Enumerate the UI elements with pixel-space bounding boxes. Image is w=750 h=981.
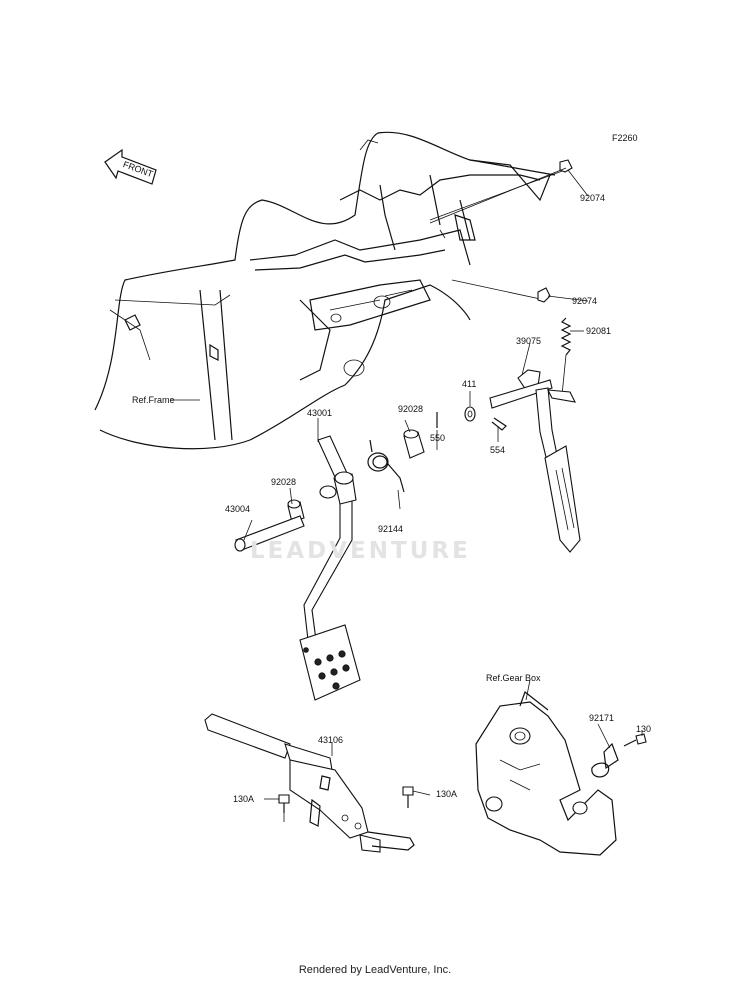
front-arrow-icon: FRONT (104, 148, 157, 185)
collar (319, 485, 337, 499)
bolt-130a-left (278, 794, 290, 822)
bushing-92028-top (403, 429, 425, 459)
label-43004: 43004 (225, 504, 251, 514)
label-43106: 43106 (318, 735, 344, 745)
bolt-130 (623, 733, 647, 747)
parking-brake-lever-43106 (204, 713, 415, 853)
diagram-code: F2260 (612, 133, 638, 143)
shaft-43004 (234, 515, 305, 552)
label-550: 550 (430, 433, 446, 443)
label-411: 411 (462, 379, 477, 389)
label-130: 130 (636, 724, 652, 734)
label-ref-frame: Ref.Frame (132, 395, 175, 405)
bolt-130a-right (402, 786, 414, 808)
front-arrow-label: FRONT (122, 159, 155, 179)
gear-box-outline (475, 691, 617, 856)
leader-lines (170, 169, 643, 800)
frame-outline (94, 131, 566, 450)
brake-pedal-43001 (299, 435, 361, 701)
watermark: LEADVENTURE (250, 538, 471, 564)
label-130a-left: 130A (233, 794, 255, 804)
label-92028-top: 92028 (398, 404, 424, 414)
label-92171: 92171 (589, 713, 615, 723)
label-92144: 92144 (378, 524, 404, 534)
label-554: 554 (490, 445, 506, 455)
label-43001: 43001 (307, 408, 333, 418)
spring-92081 (560, 317, 572, 396)
washer-411 (464, 406, 476, 422)
cap-92074-top (429, 159, 573, 224)
label-130a-right: 130A (436, 789, 458, 799)
cap-92074-mid (537, 287, 551, 303)
cotter-pin-554 (491, 417, 507, 431)
clip-92171 (591, 742, 619, 778)
label-92074-mid: 92074 (572, 296, 598, 306)
label-92028-left: 92028 (271, 477, 297, 487)
label-92081: 92081 (586, 326, 612, 336)
accelerator-pedal-39075 (489, 369, 581, 553)
label-ref-gearbox: Ref.Gear Box (486, 673, 541, 683)
label-92074-top: 92074 (580, 193, 606, 203)
credit-footer: Rendered by LeadVenture, Inc. (298, 964, 452, 976)
label-39075: 39075 (516, 336, 542, 346)
pedal-pad-holes (303, 647, 350, 690)
return-spring-92144 (367, 439, 405, 493)
